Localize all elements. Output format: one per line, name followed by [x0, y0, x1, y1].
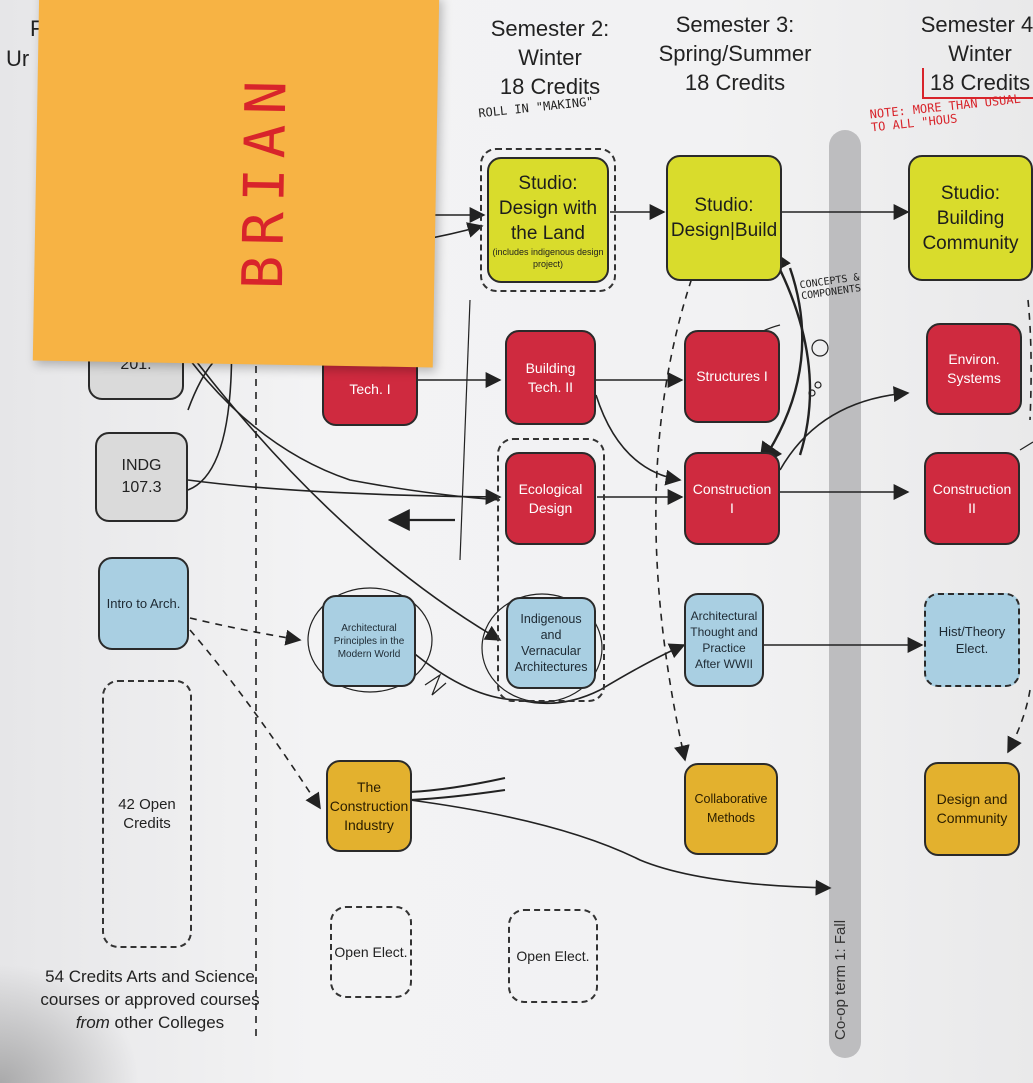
course-architectural-thought[interactable]: Architectural Thought and Practice After…	[684, 593, 764, 687]
course-design-and-community[interactable]: Design and Community	[924, 762, 1020, 856]
sticky-note-name: BRIAN	[230, 70, 300, 290]
sem2-title: Semester 2:	[490, 16, 610, 41]
sem3-credits: 18 Credits	[684, 70, 786, 95]
course-hist-theory-elect[interactable]: Hist/Theory Elect.	[924, 593, 1020, 687]
sem3-title: Semester 3:	[675, 12, 795, 37]
open-elective-2[interactable]: Open Elect.	[508, 909, 598, 1003]
sem4-credits: 18 Credits	[921, 68, 1033, 99]
footnote-rest: other Colleges	[109, 1013, 225, 1032]
shadow	[0, 963, 140, 1083]
studio-land-dashed-outline	[480, 148, 616, 292]
course-environ-systems[interactable]: Environ. Systems	[926, 323, 1022, 415]
course-construction-industry[interactable]: The Construction Industry	[326, 760, 412, 852]
course-ecological-design[interactable]: Ecological Design	[505, 452, 596, 545]
studio-building-community[interactable]: Studio: Building Community	[908, 155, 1033, 281]
studio-design-build[interactable]: Studio: Design|Build	[666, 155, 782, 281]
sem2-header: Semester 2: Winter 18 Credits	[470, 14, 630, 101]
course-indigenous-vernacular[interactable]: Indigenous and Vernacular Architectures	[506, 597, 596, 689]
arts-science-footnote: 54 Credits Arts and Science courses or a…	[40, 965, 260, 1034]
coop-band	[829, 130, 861, 1058]
studio-design-with-land[interactable]: Studio: Design with the Land (includes i…	[487, 157, 609, 283]
course-construction-2[interactable]: Construction II	[924, 452, 1020, 545]
sem2-term: Winter	[518, 45, 582, 70]
ecological-dashed-outline	[497, 438, 605, 702]
open-elective-1[interactable]: Open Elect.	[330, 906, 412, 998]
course-indg-107[interactable]: INDG 107.3	[95, 432, 188, 522]
course-structures-1[interactable]: Structures I	[684, 330, 780, 423]
sem2-credits: 18 Credits	[499, 74, 601, 99]
sem4-header: Semester 4: Winter 18 Credits	[905, 10, 1033, 99]
studio-land-title: Studio: Design with the Land	[498, 172, 598, 244]
course-building-tech-2[interactable]: Building Tech. II	[505, 330, 596, 425]
sem1-fragment-2: Ur	[6, 46, 30, 71]
open-credits-42[interactable]: 42 Open Credits	[102, 680, 192, 948]
course-construction-1[interactable]: Construction I	[684, 452, 780, 545]
course-collaborative-methods[interactable]: Collaborative Methods	[684, 763, 778, 855]
sem3-header: Semester 3: Spring/Summer 18 Credits	[640, 10, 830, 97]
sem4-title: Semester 4:	[920, 12, 1033, 37]
footnote-line: 54 Credits Arts and Science courses or a…	[40, 967, 260, 1009]
studio-land-note: (includes indigenous design project)	[492, 246, 604, 269]
course-architectural-principles[interactable]: Architectural Principles in the Modern W…	[322, 595, 416, 687]
sticky-note: BRIAN	[32, 0, 440, 368]
sem3-term: Spring/Summer	[658, 41, 812, 66]
sem4-term: Winter	[948, 41, 1012, 66]
footnote-from: from	[75, 1013, 110, 1032]
course-intro-to-arch[interactable]: Intro to Arch.	[98, 557, 189, 650]
